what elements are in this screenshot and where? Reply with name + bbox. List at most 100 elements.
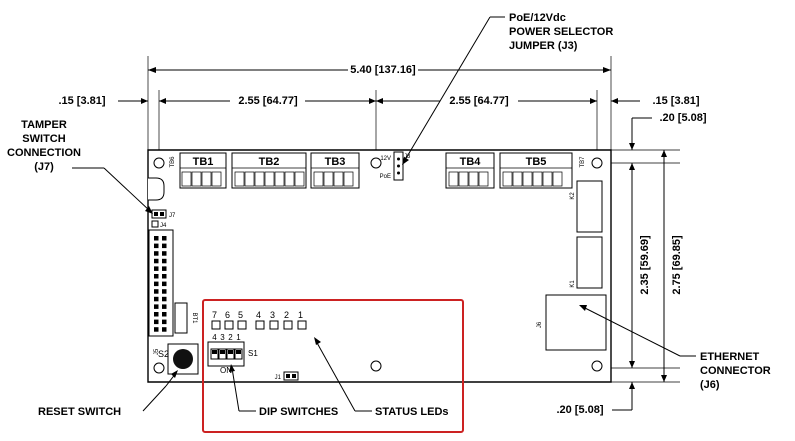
svg-text:(J6): (J6)	[700, 379, 720, 391]
svg-text:ON: ON	[220, 366, 232, 375]
overall-width-label: 5.40 [137.16]	[350, 64, 416, 76]
svg-text:K2: K2	[570, 192, 576, 200]
svg-text:3: 3	[220, 333, 225, 342]
header-pin	[162, 274, 167, 279]
svg-text:4: 4	[212, 333, 217, 342]
svg-text:JUMPER (J3): JUMPER (J3)	[509, 40, 578, 52]
svg-text:TB1: TB1	[193, 156, 214, 168]
overall-height-label: 2.75 [69.85]	[671, 235, 683, 295]
header-pin	[154, 236, 159, 241]
status-leds-callout: STATUS LEDs	[314, 337, 449, 418]
header-pin	[162, 289, 167, 294]
top-offset-label: .20 [5.08]	[659, 112, 706, 124]
svg-text:J4: J4	[160, 223, 167, 229]
left-span-label: 2.55 [64.77]	[238, 95, 298, 107]
ethernet-connector-j6: J6	[537, 294, 607, 351]
terminal-block-tb1: TB1	[179, 152, 227, 189]
svg-text:J1: J1	[275, 375, 282, 381]
header-pin	[154, 296, 159, 302]
terminal-block-tb5: TB5	[499, 152, 573, 189]
terminal-block-tb3: TB3	[310, 152, 360, 189]
header-connector	[148, 229, 174, 337]
battery-bt1: BT1	[174, 302, 197, 334]
header-pin	[162, 281, 167, 287]
header-pin	[162, 243, 167, 249]
svg-text:5: 5	[238, 310, 243, 320]
header-pin	[162, 319, 167, 325]
svg-text:1: 1	[236, 333, 241, 342]
bottom-offset-label: .20 [5.08]	[556, 404, 603, 416]
header-pin	[154, 312, 159, 317]
header-pin	[162, 258, 167, 264]
svg-text:3: 3	[270, 310, 275, 320]
svg-text:TAMPER: TAMPER	[21, 119, 67, 131]
svg-text:6: 6	[225, 310, 230, 320]
right-span-label: 2.55 [64.77]	[449, 95, 509, 107]
svg-text:2: 2	[228, 333, 233, 342]
header-pin	[162, 327, 167, 332]
svg-text:SWITCH: SWITCH	[22, 133, 65, 145]
header-pin	[162, 266, 167, 271]
header-pin	[162, 304, 167, 309]
overall-width-dimension: 5.40 [137.16]	[147, 56, 612, 150]
svg-text:J6: J6	[537, 321, 543, 328]
reset-switch-callout: RESET SWITCH	[38, 370, 178, 418]
jumper-j1: J1	[275, 371, 299, 381]
tb7-mark: TB7	[580, 156, 586, 168]
svg-text:PoE: PoE	[380, 174, 391, 180]
spans-dimension: .15 [3.81] 2.55 [64.77] 2.55 [64.77] .15…	[58, 90, 700, 150]
header-pin	[154, 251, 159, 256]
header-pin	[154, 327, 159, 332]
svg-text:CONNECTOR: CONNECTOR	[700, 365, 771, 377]
svg-text:TB4: TB4	[460, 156, 482, 168]
svg-text:PoE/12Vdc: PoE/12Vdc	[509, 12, 566, 24]
dip-switches-callout: DIP SWITCHES	[229, 364, 338, 418]
board-outline	[147, 149, 612, 383]
relay-k2: K2	[570, 180, 603, 233]
status-leds: 7 6 5 4 3 2 1	[211, 310, 307, 330]
header-pin	[154, 304, 159, 309]
ethernet-callout: ETHERNET CONNECTOR (J6)	[579, 305, 771, 391]
power-selector-callout: PoE/12Vdc POWER SELECTOR JUMPER (J3)	[402, 12, 613, 165]
header-pin	[162, 296, 167, 302]
svg-text:1: 1	[298, 310, 303, 320]
header-pin	[162, 312, 167, 317]
svg-text:J7: J7	[169, 213, 176, 219]
svg-text:K1: K1	[570, 280, 576, 288]
header-pin	[162, 251, 167, 256]
svg-text:STATUS LEDs: STATUS LEDs	[375, 406, 449, 418]
svg-text:7: 7	[212, 310, 217, 320]
header-pin	[154, 274, 159, 279]
svg-text:TB5: TB5	[526, 156, 547, 168]
header-pin	[154, 281, 159, 287]
reset-switch-s2: J5 S2	[154, 343, 199, 375]
svg-text:CONNECTION: CONNECTION	[7, 147, 81, 159]
svg-text:4: 4	[256, 310, 261, 320]
tamper-callout: TAMPER SWITCH CONNECTION (J7)	[7, 119, 153, 214]
svg-text:2: 2	[284, 310, 289, 320]
header-pin	[154, 319, 159, 325]
header-pin	[154, 243, 159, 249]
dip-switch-s1: 4 3 2 1 S1 ON	[207, 333, 258, 375]
tamper-connector-j7: J7 J4	[151, 209, 176, 229]
highlight-box	[202, 299, 464, 433]
mounting-holes	[153, 157, 603, 374]
svg-text:J5: J5	[154, 348, 160, 355]
svg-text:BT1: BT1	[191, 312, 197, 324]
left-margin-label: .15 [3.81]	[58, 95, 105, 107]
svg-text:(J7): (J7)	[34, 161, 54, 173]
svg-text:RESET SWITCH: RESET SWITCH	[38, 406, 121, 418]
svg-text:J3: J3	[404, 154, 411, 160]
power-selector-jumper-j3: 12V PoE J3	[380, 151, 411, 181]
relay-k1: K1	[570, 236, 603, 289]
svg-text:TB3: TB3	[325, 156, 346, 168]
terminal-block-tb4: TB4	[445, 152, 495, 189]
svg-text:POWER SELECTOR: POWER SELECTOR	[509, 26, 613, 38]
svg-text:DIP SWITCHES: DIP SWITCHES	[259, 406, 338, 418]
header-pin	[154, 289, 159, 294]
hole-height-label: 2.35 [59.69]	[639, 235, 651, 295]
svg-text:TB2: TB2	[259, 156, 280, 168]
header-pin	[154, 258, 159, 264]
svg-text:12V: 12V	[380, 156, 391, 162]
